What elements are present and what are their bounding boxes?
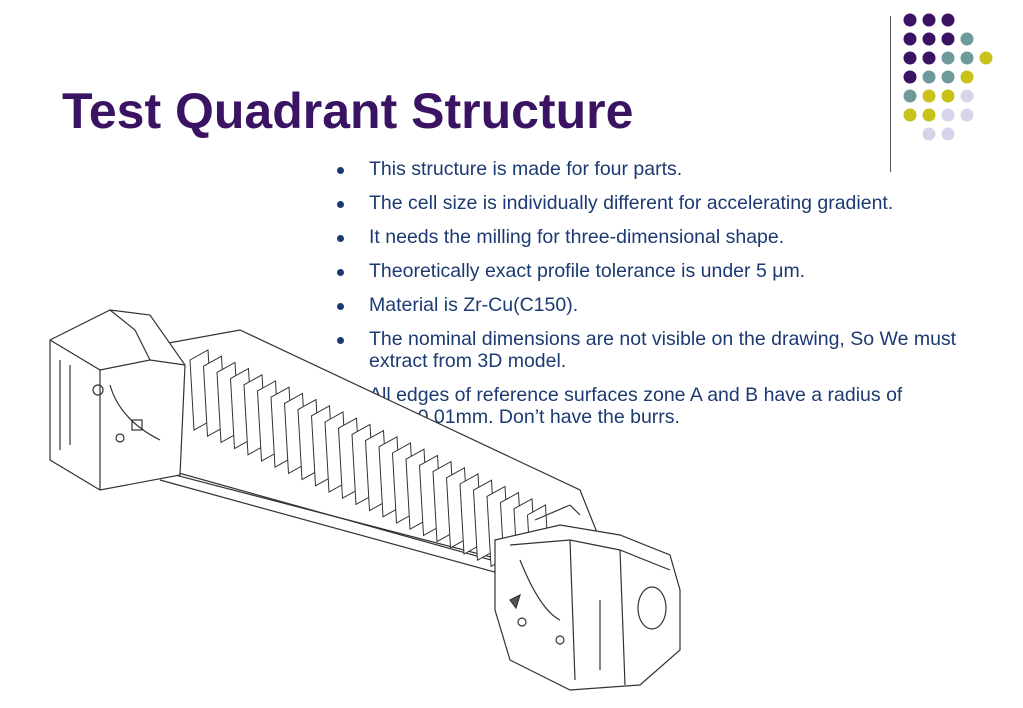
decorative-dot <box>941 127 955 141</box>
bullet-item: Material is Zr-Cu(C150). <box>336 294 1016 316</box>
decorative-dot <box>960 89 974 103</box>
decorative-dot <box>903 108 917 122</box>
decorative-dot <box>941 70 955 84</box>
bullet-item: Theoretically exact profile tolerance is… <box>336 260 1016 282</box>
decorative-dot <box>960 70 974 84</box>
decorative-dot <box>922 127 936 141</box>
decorative-dot <box>941 13 955 27</box>
decorative-dot <box>960 32 974 46</box>
quadrant-structure-drawing <box>49 309 681 691</box>
decorative-dot <box>922 70 936 84</box>
bullet-item: It needs the milling for three-dimension… <box>336 226 1016 248</box>
decorative-dot <box>922 13 936 27</box>
bullet-item: The nominal dimensions are not visible o… <box>336 328 1016 372</box>
decorative-dot <box>903 13 917 27</box>
decorative-dot <box>941 89 955 103</box>
decorative-dot <box>903 32 917 46</box>
bullet-item: This structure is made for four parts. <box>336 158 1016 180</box>
bullet-list: This structure is made for four parts. T… <box>336 158 1016 440</box>
decorative-dot <box>941 32 955 46</box>
decorative-dot <box>922 51 936 65</box>
decorative-dot <box>922 108 936 122</box>
title-divider-line <box>890 16 891 172</box>
bullet-item: The cell size is individually different … <box>336 192 1016 214</box>
decorative-dot <box>903 89 917 103</box>
decorative-dot <box>960 51 974 65</box>
decorative-dot <box>979 51 993 65</box>
decorative-dot <box>941 51 955 65</box>
decorative-dot <box>922 89 936 103</box>
decorative-dot <box>903 70 917 84</box>
slide-title: Test Quadrant Structure <box>62 83 634 139</box>
decorative-dot <box>960 108 974 122</box>
decorative-dot <box>922 32 936 46</box>
decorative-dot <box>903 51 917 65</box>
decorative-dot <box>941 108 955 122</box>
decorative-dot-grid <box>903 13 993 141</box>
